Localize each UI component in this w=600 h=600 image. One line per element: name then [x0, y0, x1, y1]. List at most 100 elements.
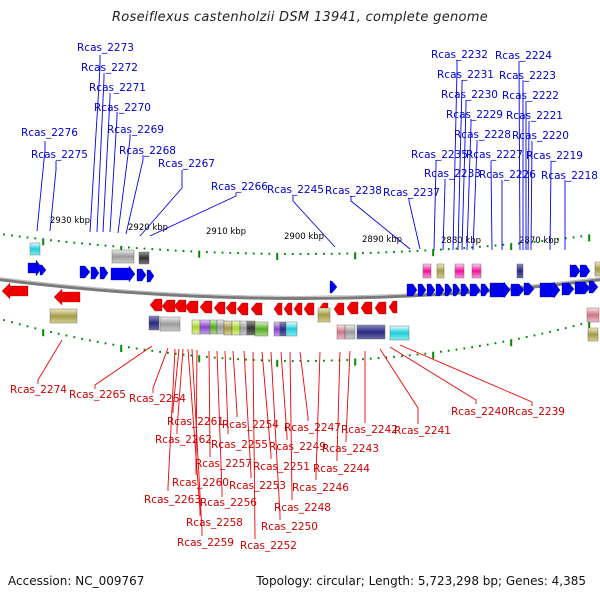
leader-rcas-2276	[36, 141, 46, 232]
forward-gene-arrow	[110, 265, 136, 283]
gene-label-rcas-2267[interactable]: Rcas_2267	[158, 158, 215, 170]
minor-tick	[518, 337, 520, 340]
gene-label-rcas-2260[interactable]: Rcas_2260	[172, 477, 229, 489]
gene-label-rcas-2237[interactable]: Rcas_2237	[383, 187, 440, 199]
forward-gene-arrow	[406, 283, 418, 297]
major-tick	[588, 234, 591, 242]
minor-tick	[502, 243, 505, 246]
leader-rcas-2245	[292, 196, 336, 248]
gene-label-rcas-2250[interactable]: Rcas_2250	[261, 521, 318, 533]
gene-label-rcas-2275[interactable]: Rcas_2275	[31, 149, 88, 161]
gene-label-rcas-2235[interactable]: Rcas_2235	[411, 149, 468, 161]
gene-label-rcas-2229[interactable]: Rcas_2229	[446, 109, 503, 121]
gene-label-rcas-2228[interactable]: Rcas_2228	[454, 129, 511, 141]
gene-label-rcas-2272[interactable]: Rcas_2272	[81, 62, 138, 74]
gene-label-rcas-2276[interactable]: Rcas_2276	[21, 127, 78, 139]
gene-label-rcas-2226[interactable]: Rcas_2226	[479, 169, 536, 181]
minor-tick	[494, 244, 497, 247]
gene-label-rcas-2239[interactable]: Rcas_2239	[508, 406, 565, 418]
gene-label-rcas-2231[interactable]: Rcas_2231	[437, 69, 494, 81]
reverse-gene-arrow	[236, 302, 249, 316]
leader-rcas-2271	[102, 93, 111, 233]
feature-block	[516, 263, 524, 279]
gene-label-rcas-2227[interactable]: Rcas_2227	[466, 149, 523, 161]
leader-rcas-2254	[232, 350, 238, 417]
gene-label-rcas-2269[interactable]: Rcas_2269	[107, 124, 164, 136]
feature-block	[209, 319, 218, 335]
minor-tick	[408, 354, 411, 357]
gene-label-rcas-2222[interactable]: Rcas_2222	[502, 90, 559, 102]
gene-label-rcas-2230[interactable]: Rcas_2230	[441, 89, 498, 101]
gene-label-rcas-2218[interactable]: Rcas_2218	[541, 170, 598, 182]
leader-rcas-2227	[490, 161, 493, 251]
leader-rcas-2270	[109, 112, 118, 233]
minor-tick	[369, 357, 372, 360]
gene-label-rcas-2254[interactable]: Rcas_2254	[222, 419, 279, 431]
major-tick	[42, 238, 45, 246]
gene-label-rcas-2257[interactable]: Rcas_2257	[195, 458, 252, 470]
scale-label-2900: 2900 kbp	[284, 232, 324, 242]
major-tick	[510, 339, 513, 347]
gene-label-rcas-2221[interactable]: Rcas_2221	[506, 110, 563, 122]
gene-label-rcas-2268[interactable]: Rcas_2268	[119, 145, 176, 157]
gene-label-rcas-2246[interactable]: Rcas_2246	[292, 482, 349, 494]
gene-label-rcas-2252[interactable]: Rcas_2252	[240, 540, 297, 552]
gene-label-rcas-2242[interactable]: Rcas_2242	[341, 424, 398, 436]
leader-rcas-2241	[379, 348, 419, 424]
gene-label-rcas-2249[interactable]: Rcas_2249	[269, 441, 326, 453]
scale-ring-bottom	[3, 319, 591, 367]
gene-label-rcas-2274[interactable]: Rcas_2274	[10, 384, 67, 396]
gene-label-rcas-2266[interactable]: Rcas_2266	[211, 181, 268, 193]
gene-label-rcas-2248[interactable]: Rcas_2248	[274, 502, 331, 514]
gene-label-rcas-2271[interactable]: Rcas_2271	[89, 82, 146, 94]
feature-block	[422, 263, 432, 279]
gene-label-rcas-2243[interactable]: Rcas_2243	[322, 443, 379, 455]
leader-rcas-2273	[89, 55, 101, 233]
gene-label-rcas-2261[interactable]: Rcas_2261	[167, 416, 224, 428]
minor-tick	[447, 349, 450, 352]
gene-label-rcas-2245[interactable]: Rcas_2245	[267, 184, 324, 196]
feature-block	[138, 251, 150, 265]
major-tick	[198, 355, 201, 363]
major-tick	[588, 321, 591, 328]
gene-label-rcas-2263[interactable]: Rcas_2263	[144, 494, 201, 506]
gene-label-rcas-2223[interactable]: Rcas_2223	[499, 70, 556, 82]
minor-tick	[533, 334, 536, 337]
minor-tick	[260, 252, 263, 255]
minor-tick	[401, 355, 403, 358]
gene-label-rcas-2262[interactable]: Rcas_2262	[155, 434, 212, 446]
gene-label-rcas-2258[interactable]: Rcas_2258	[186, 517, 243, 529]
forward-gene-arrow	[146, 269, 155, 283]
gene-label-rcas-2270[interactable]: Rcas_2270	[94, 102, 151, 114]
gene-label-rcas-2259[interactable]: Rcas_2259	[177, 537, 234, 549]
gene-label-rcas-2219[interactable]: Rcas_2219	[526, 150, 583, 162]
feature-block	[336, 324, 346, 340]
minor-tick	[323, 359, 325, 362]
gene-label-rcas-2256[interactable]: Rcas_2256	[200, 497, 257, 509]
leader-rcas-2250	[270, 351, 281, 520]
gene-label-rcas-2240[interactable]: Rcas_2240	[451, 406, 508, 418]
minor-tick	[252, 252, 255, 255]
minor-tick	[479, 245, 481, 248]
minor-tick	[57, 240, 60, 243]
minor-tick	[182, 353, 185, 356]
gene-label-rcas-2232[interactable]: Rcas_2232	[431, 49, 488, 61]
gene-label-rcas-2220[interactable]: Rcas_2220	[512, 130, 569, 142]
gene-label-rcas-2255[interactable]: Rcas_2255	[211, 439, 268, 451]
gene-label-rcas-2247[interactable]: Rcas_2247	[284, 422, 341, 434]
gene-label-rcas-2251[interactable]: Rcas_2251	[253, 461, 310, 473]
gene-label-rcas-2244[interactable]: Rcas_2244	[313, 463, 370, 475]
leader-rcas-2264	[152, 347, 169, 393]
gene-label-rcas-2241[interactable]: Rcas_2241	[394, 425, 451, 437]
gene-label-rcas-2264[interactable]: Rcas_2264	[129, 393, 186, 405]
minor-tick	[549, 330, 551, 333]
gene-label-rcas-2273[interactable]: Rcas_2273	[77, 42, 134, 54]
gene-label-rcas-2253[interactable]: Rcas_2253	[229, 480, 286, 492]
minor-tick	[284, 359, 286, 362]
gene-label-rcas-2265[interactable]: Rcas_2265	[69, 389, 126, 401]
forward-gene-arrow	[329, 280, 338, 294]
gene-label-rcas-2233[interactable]: Rcas_2233	[424, 168, 481, 180]
gene-label-rcas-2224[interactable]: Rcas_2224	[495, 50, 552, 62]
forward-gene-arrow	[79, 265, 91, 279]
gene-label-rcas-2238[interactable]: Rcas_2238	[325, 185, 382, 197]
